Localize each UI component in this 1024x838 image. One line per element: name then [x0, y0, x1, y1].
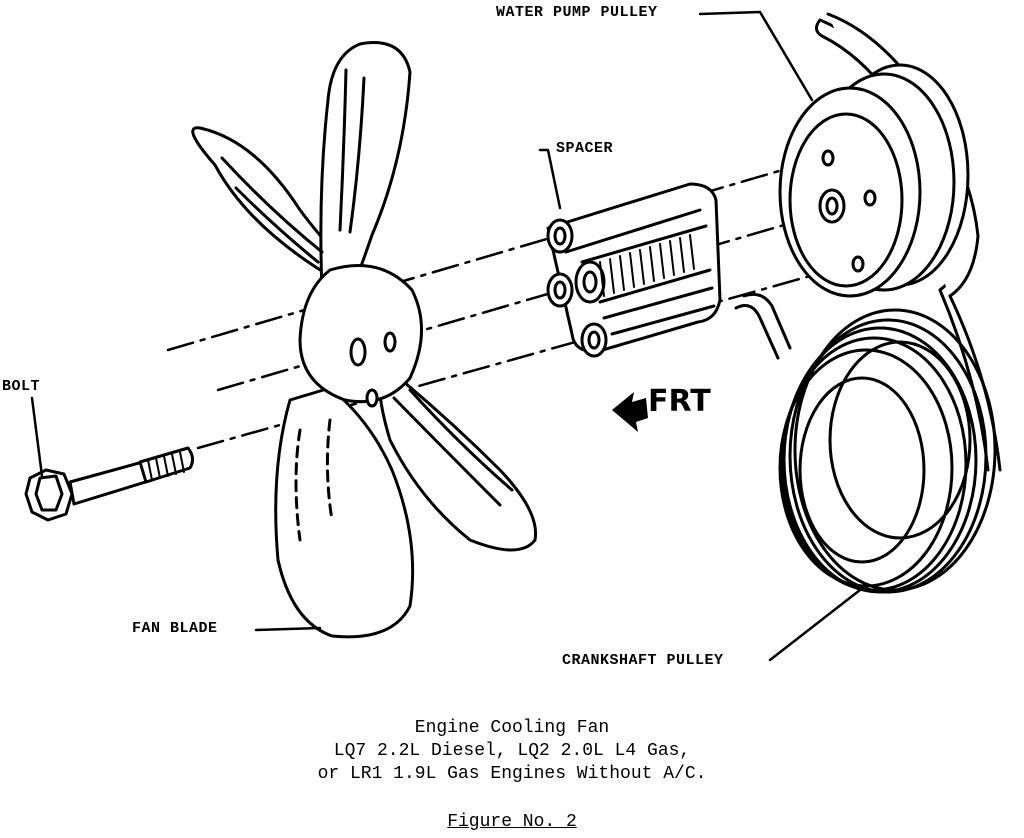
crankshaft-pulley — [778, 308, 997, 594]
label-crankshaft-pulley: CRANKSHAFT PULLEY — [562, 652, 724, 669]
label-bolt: BOLT — [2, 378, 41, 395]
caption-engines-line1: LQ7 2.2L Diesel, LQ2 2.0L L4 Gas, — [333, 741, 691, 761]
drive-belt — [734, 288, 1002, 472]
label-spacer: SPACER — [556, 140, 614, 157]
leader-lines — [30, 10, 862, 662]
spacer — [546, 182, 722, 358]
figure-number-text: Figure No. 2 — [447, 812, 577, 832]
label-water-pump-pulley: WATER PUMP PULLEY — [496, 4, 658, 21]
front-direction-arrow-icon — [612, 392, 648, 432]
label-frt: FRT — [648, 384, 711, 419]
label-fan-blade: FAN BLADE — [132, 620, 218, 637]
caption-title: Engine Cooling Fan — [414, 718, 610, 738]
figure-number: Figure No. 2 — [0, 812, 1024, 832]
bolt — [24, 446, 195, 522]
fan-blade — [191, 41, 538, 639]
water-pump-pulley — [778, 12, 980, 298]
caption-engines-line2: or LR1 1.9L Gas Engines Without A/C. — [317, 764, 707, 784]
